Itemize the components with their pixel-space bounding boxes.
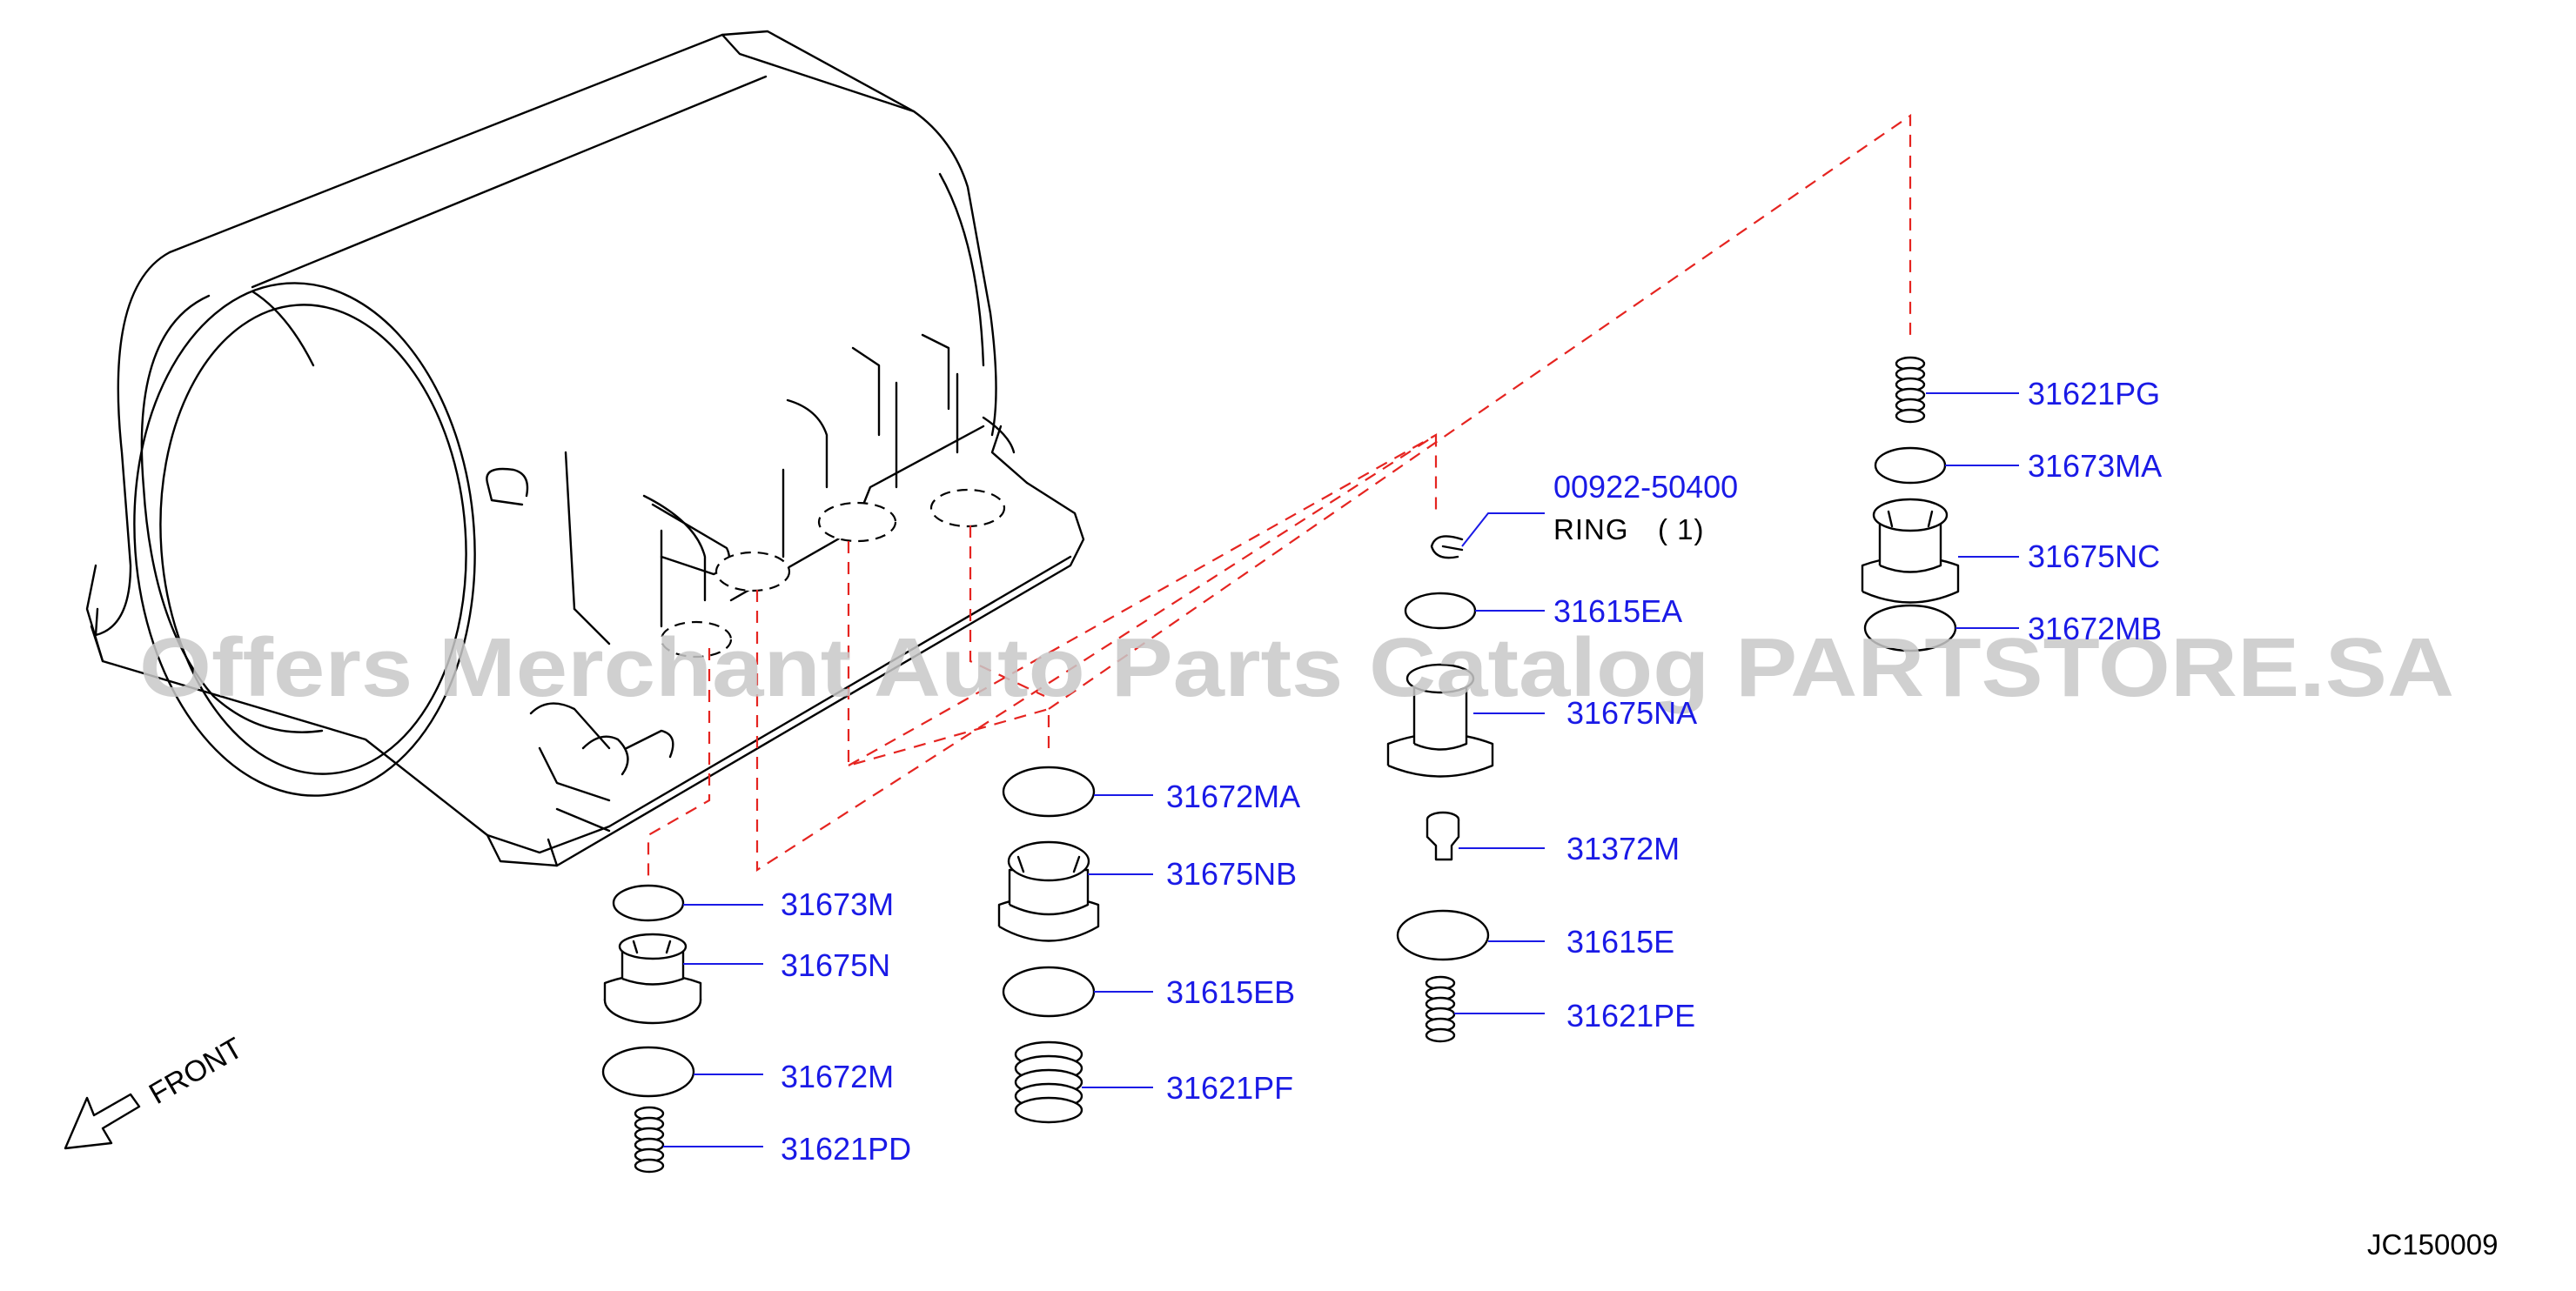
stack-31672ma — [997, 766, 1100, 1124]
part-00922-50400-shape — [1430, 535, 1464, 559]
stack-00922-50400 — [1386, 535, 1494, 1043]
part-31372m-shape — [1426, 811, 1460, 861]
part-label-31673ma[interactable]: 31673MA — [2028, 448, 2162, 484]
front-label: FRONT — [144, 1031, 248, 1110]
part-label-31672m[interactable]: 31672M — [781, 1059, 894, 1094]
part-31675n-shape — [603, 933, 702, 1025]
stack-31621pg — [1861, 356, 1960, 652]
part-labels: 31621PG 31673MA 31675NC 31672MB 00922-50… — [781, 376, 2162, 1167]
part-label-31615eb[interactable]: 31615EB — [1166, 974, 1295, 1010]
part-label-31621pg[interactable]: 31621PG — [2028, 376, 2160, 411]
part-label-31675n[interactable]: 31675N — [781, 947, 890, 983]
part-31675na-shape — [1386, 663, 1494, 778]
part-31673m-shape — [612, 884, 685, 922]
part-31621pg-shape — [1895, 356, 1926, 424]
part-31673ma-shape — [1874, 446, 1947, 485]
part-label-31615ea[interactable]: 31615EA — [1553, 593, 1682, 629]
part-qty-ring: ( 1) — [1658, 513, 1705, 545]
watermark-text: Offers Merchant Auto Parts Catalog PARTS… — [139, 621, 2454, 714]
part-31672ma-shape — [1002, 766, 1096, 818]
part-31621pd-shape — [634, 1106, 665, 1174]
part-label-00922-50400[interactable]: 00922-50400 — [1553, 469, 1738, 505]
part-31615eb-shape — [1002, 966, 1096, 1018]
part-label-31673m[interactable]: 31673M — [781, 886, 894, 922]
part-31621pe-shape — [1425, 975, 1456, 1043]
part-31621pf-shape — [1014, 1040, 1083, 1124]
diagram-code: JC150009 — [2367, 1228, 2498, 1261]
part-label-31372m[interactable]: 31372M — [1566, 831, 1680, 866]
part-label-31675na[interactable]: 31675NA — [1566, 695, 1697, 731]
transmission-case-drawing — [85, 30, 1085, 867]
part-label-31675nb[interactable]: 31675NB — [1166, 856, 1297, 892]
leader-lines — [663, 392, 2019, 1147]
part-label-31615e[interactable]: 31615E — [1566, 924, 1674, 960]
part-label-31672mb[interactable]: 31672MB — [2028, 611, 2162, 646]
part-desc-ring: RING — [1553, 513, 1629, 545]
part-label-31675nc[interactable]: 31675NC — [2028, 538, 2160, 574]
front-arrow-icon — [64, 1093, 141, 1150]
part-31675nb-shape — [997, 840, 1100, 942]
part-label-31621pe[interactable]: 31621PE — [1566, 998, 1695, 1033]
part-31615e-shape — [1396, 909, 1490, 961]
stack-31673m — [601, 884, 702, 1174]
part-31675nc-shape — [1861, 498, 1960, 604]
part-label-31621pf[interactable]: 31621PF — [1166, 1070, 1293, 1106]
assembly-guide-lines — [647, 113, 1912, 879]
part-label-31672ma[interactable]: 31672MA — [1166, 779, 1300, 814]
part-31672m-shape — [601, 1046, 695, 1098]
front-indicator: FRONT — [64, 1031, 248, 1150]
part-label-31621pd[interactable]: 31621PD — [781, 1131, 911, 1167]
